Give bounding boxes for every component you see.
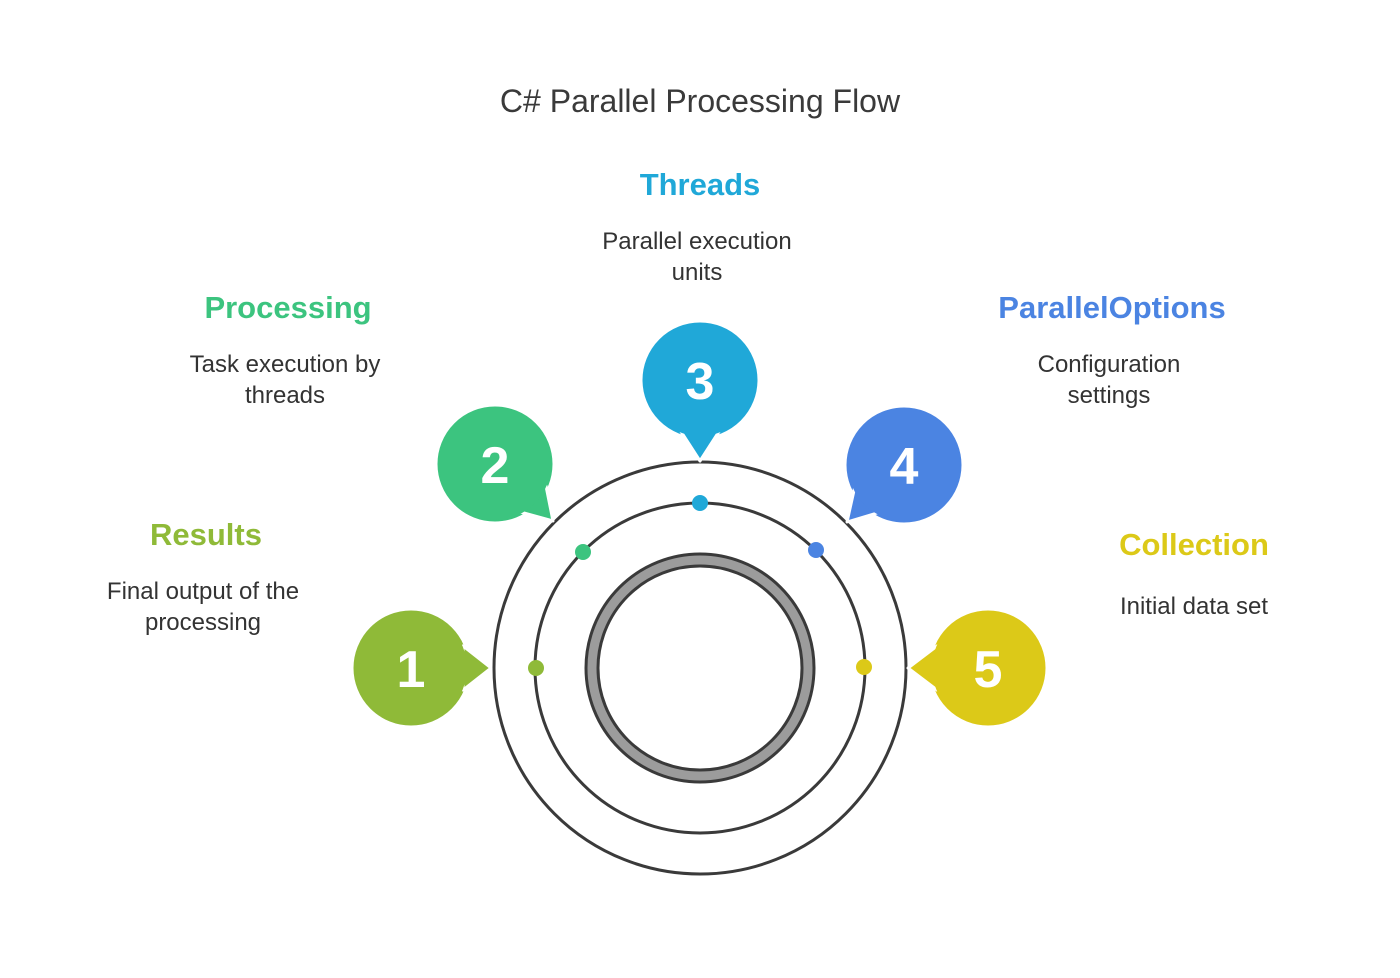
step-5-description: Initial data set (1119, 593, 1269, 620)
step-1-description: Final output of the processing (106, 578, 300, 636)
step-4-title: ParallelOptions (998, 290, 1226, 325)
step-2-description: Task execution by threads (189, 351, 381, 409)
step-3-description: Parallel execution units (602, 228, 792, 286)
step-4-description: Configuration settings (1037, 351, 1181, 409)
step-4-number: 4 (890, 438, 919, 496)
step-2-badge: 2 (434, 403, 556, 525)
center-circle (596, 564, 804, 772)
step-1-badge: 1 (350, 607, 493, 729)
step-5-title: Collection (1119, 527, 1269, 562)
step-2-title: Processing (204, 290, 372, 325)
step-1-dot (528, 660, 544, 676)
step-4-badge: 4 (843, 404, 965, 526)
step-1-title: Results (150, 517, 262, 552)
step-3-title: Threads (639, 167, 761, 202)
step-1-number: 1 (397, 641, 426, 699)
step-5-number: 5 (974, 641, 1003, 699)
step-3-badge: 3 (639, 319, 761, 463)
diagram-title: C# Parallel Processing Flow (499, 83, 901, 119)
step-5-badge: 5 (906, 607, 1049, 729)
step-3-number: 3 (686, 353, 715, 411)
step-2-number: 2 (481, 437, 510, 495)
step-4-dot (808, 542, 824, 558)
step-3-dot (692, 495, 708, 511)
step-2-dot (575, 544, 591, 560)
step-5-dot (856, 659, 872, 675)
